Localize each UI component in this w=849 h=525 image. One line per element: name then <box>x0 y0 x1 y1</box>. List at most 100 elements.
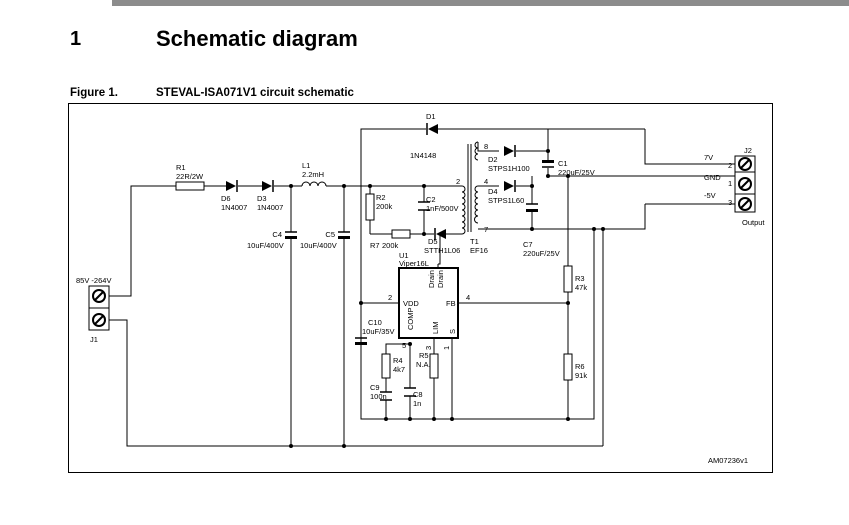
u1-pin-s: S <box>448 329 457 334</box>
d1-value: 1N4148 <box>410 151 436 160</box>
d2-label: D2 <box>488 155 498 164</box>
u1-pin-vdd: VDD <box>403 299 419 308</box>
r5-value: N.A. <box>416 360 431 369</box>
r6-resistor <box>563 353 573 381</box>
d1-label: D1 <box>426 112 436 121</box>
d5-diode <box>434 228 446 240</box>
figure-caption: STEVAL-ISA071V1 circuit schematic <box>156 87 354 99</box>
l1-inductor <box>301 181 327 187</box>
c8-capacitor <box>404 387 416 397</box>
c8-value: 1n <box>413 399 421 408</box>
section-title: Schematic diagram <box>156 26 358 51</box>
t1-pin-2: 2 <box>456 177 460 186</box>
u1-value: Viper16L <box>399 259 429 268</box>
d1-diode <box>426 123 438 135</box>
output-gnd-label: GND <box>704 173 721 182</box>
c9-value: 100n <box>370 392 387 401</box>
d4-diode <box>504 180 516 192</box>
u1-ic <box>398 267 459 339</box>
c10-label: C10 <box>368 318 382 327</box>
u1-label: U1 <box>399 251 409 260</box>
r3-label: R3 <box>575 274 585 283</box>
u1-pin-comp: COMP <box>406 308 415 331</box>
c9-capacitor <box>380 391 392 401</box>
c7-value: 220uF/25V <box>523 249 560 258</box>
d5-label: D5 <box>428 237 438 246</box>
c10-value: 10uF/35V <box>362 327 395 336</box>
d3-value: 1N4007 <box>257 203 283 212</box>
u1-pin-drain-1: Drain <box>427 270 436 288</box>
r3-value: 47k <box>575 283 587 292</box>
u1-pin-5: 5 <box>402 341 406 350</box>
c2-capacitor <box>418 201 430 211</box>
u1-pin-3: 3 <box>424 346 433 350</box>
d6-value: 1N4007 <box>221 203 247 212</box>
c2-value: 1nF/500V <box>426 204 459 213</box>
d4-label: D4 <box>488 187 498 196</box>
t1-pin-8: 8 <box>484 142 488 151</box>
t1-transformer <box>461 141 479 235</box>
r1-resistor <box>175 181 205 191</box>
j2-pin-1: 1 <box>728 179 732 188</box>
c1-capacitor <box>542 160 554 168</box>
u1-pin-drain-2: Drain <box>436 270 445 288</box>
output-label: Output <box>742 218 765 227</box>
t1-pin-4: 4 <box>484 177 488 186</box>
c2-label: C2 <box>426 195 436 204</box>
figure-code: AM07236v1 <box>708 456 748 465</box>
r4-resistor <box>381 353 391 379</box>
top-rule <box>112 0 849 6</box>
r5-resistor <box>429 353 439 379</box>
r4-label: R4 <box>393 356 403 365</box>
t1-value: EF16 <box>470 246 488 255</box>
j1-connector <box>88 285 110 331</box>
c7-capacitor <box>526 203 538 212</box>
c10-capacitor <box>355 337 367 345</box>
l1-value: 2.2mH <box>302 170 324 179</box>
c4-value: 10uF/400V <box>247 241 284 250</box>
r7-resistor <box>391 229 411 239</box>
r7-label: R7 <box>370 241 380 250</box>
wires <box>109 128 735 447</box>
c1-value: 220uF/25V <box>558 168 595 177</box>
r2-label: R2 <box>376 193 386 202</box>
r4-value: 4k7 <box>393 365 405 374</box>
c1-label: C1 <box>558 159 568 168</box>
c4-label: C4 <box>272 230 282 239</box>
u1-pin-2: 2 <box>388 293 392 302</box>
u1-pin-fb: FB <box>446 299 456 308</box>
input-range-label: 85V -264V <box>76 276 111 285</box>
d6-label: D6 <box>221 194 231 203</box>
figure-label: Figure 1. <box>70 87 118 99</box>
d4-value: STPS1L60 <box>488 196 524 205</box>
r3-resistor <box>563 265 573 293</box>
d3-label: D3 <box>257 194 267 203</box>
d6-diode <box>226 180 238 192</box>
t1-label: T1 <box>470 237 479 246</box>
c5-capacitor <box>338 231 350 239</box>
u1-pin-4: 4 <box>466 293 470 302</box>
c5-label: C5 <box>325 230 335 239</box>
c5-value: 10uF/400V <box>300 241 337 250</box>
d2-diode <box>504 145 516 157</box>
j2-connector <box>734 155 756 213</box>
u1-pin-1: 1 <box>442 346 451 350</box>
output-7v-label: 7V <box>704 153 713 162</box>
c7-label: C7 <box>523 240 533 249</box>
r2-resistor <box>365 193 375 221</box>
t1-pin-7: 7 <box>484 225 488 234</box>
j1-label: J1 <box>90 335 98 344</box>
r6-label: R6 <box>575 362 585 371</box>
c9-label: C9 <box>370 383 380 392</box>
r6-value: 91k <box>575 371 587 380</box>
r7-value: 200k <box>382 241 399 250</box>
schematic-frame <box>68 103 773 473</box>
r1-value: 22R/2W <box>176 172 204 181</box>
d3-diode <box>262 180 274 192</box>
j2-pin-3: 3 <box>728 198 732 207</box>
junction-dots <box>289 149 605 448</box>
d2-value: STPS1H100 <box>488 164 530 173</box>
c4-capacitor <box>285 231 297 239</box>
c8-label: C8 <box>413 390 423 399</box>
